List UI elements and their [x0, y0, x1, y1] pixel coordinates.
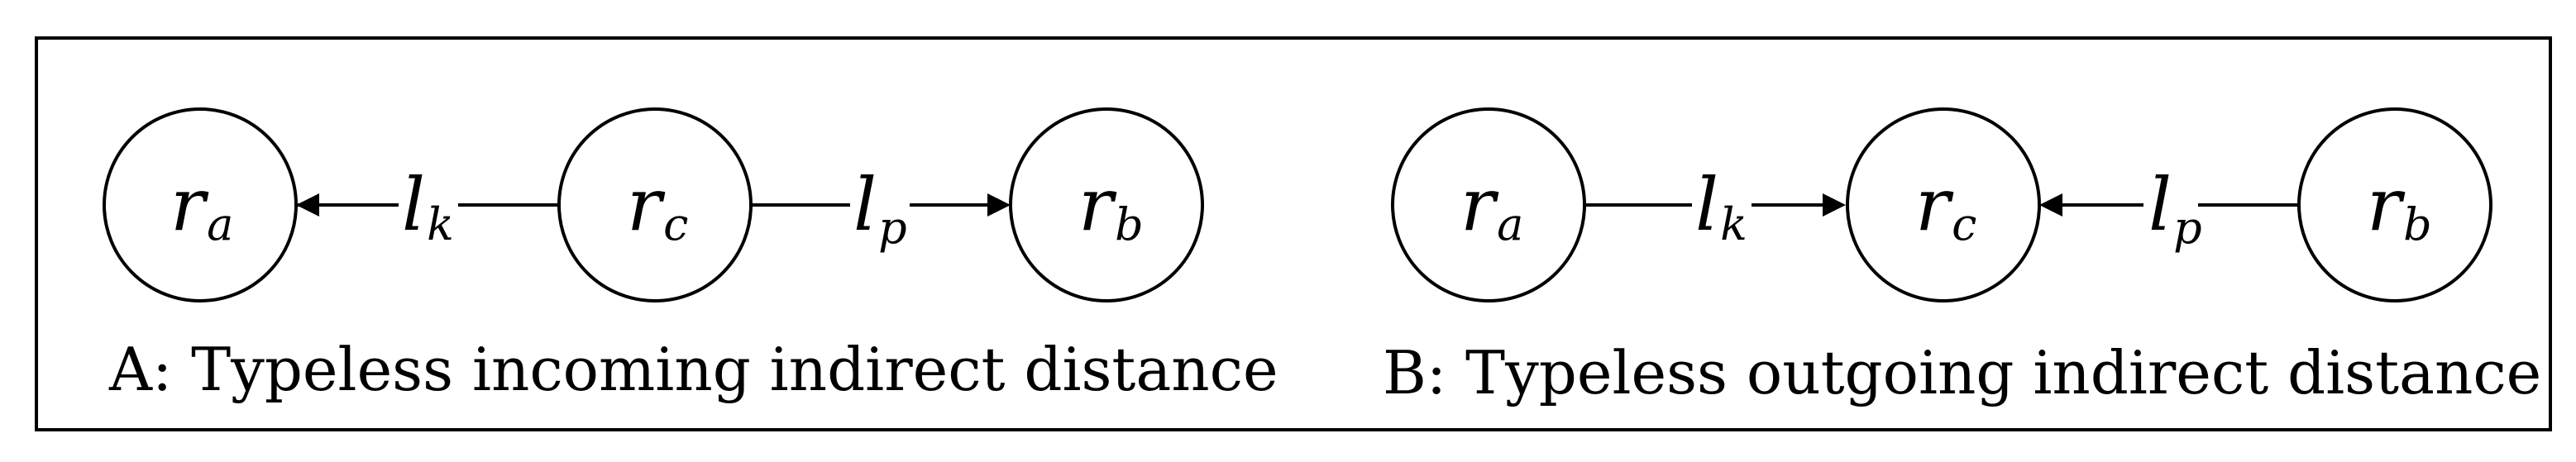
arrowhead-icon — [296, 193, 319, 217]
panel-a-node-rc: rc — [557, 107, 753, 302]
node-label: rc — [1915, 162, 1976, 250]
panel-b-caption: B: Typeless outgoing indirect distance — [1383, 338, 2541, 407]
node-label: rc — [627, 162, 688, 250]
node-label: ra — [170, 162, 233, 250]
node-label: rb — [1078, 162, 1144, 250]
panel-a-edge-label-p: lp — [853, 162, 907, 254]
arrowhead-icon — [987, 193, 1011, 217]
arrowhead-icon — [2039, 193, 2062, 217]
panel-b-node-ra: ra — [1391, 107, 1586, 302]
panel-a-node-ra: ra — [103, 107, 298, 302]
panel-b-node-rc: rc — [1846, 107, 2041, 302]
panel-a: ra rc rb lk lp A: Typeless incoming indi… — [103, 107, 1278, 404]
panel-b-edge-label-p: lp — [2148, 162, 2202, 254]
panel-b-node-rb: rb — [2297, 107, 2492, 302]
panel-b-edge-label-k: lk — [1695, 162, 1747, 250]
node-label: ra — [1460, 162, 1523, 250]
diagram-frame — [35, 36, 2552, 431]
panel-a-node-rb: rb — [1009, 107, 1204, 302]
arrowhead-icon — [1823, 193, 1846, 217]
node-label: rb — [2367, 162, 2432, 250]
panel-a-caption: A: Typeless incoming indirect distance — [108, 335, 1278, 404]
panel-a-edge-label-k: lk — [402, 162, 454, 250]
panel-b: ra rc rb lk lp B: Typeless outgoing indi… — [1383, 107, 2541, 407]
